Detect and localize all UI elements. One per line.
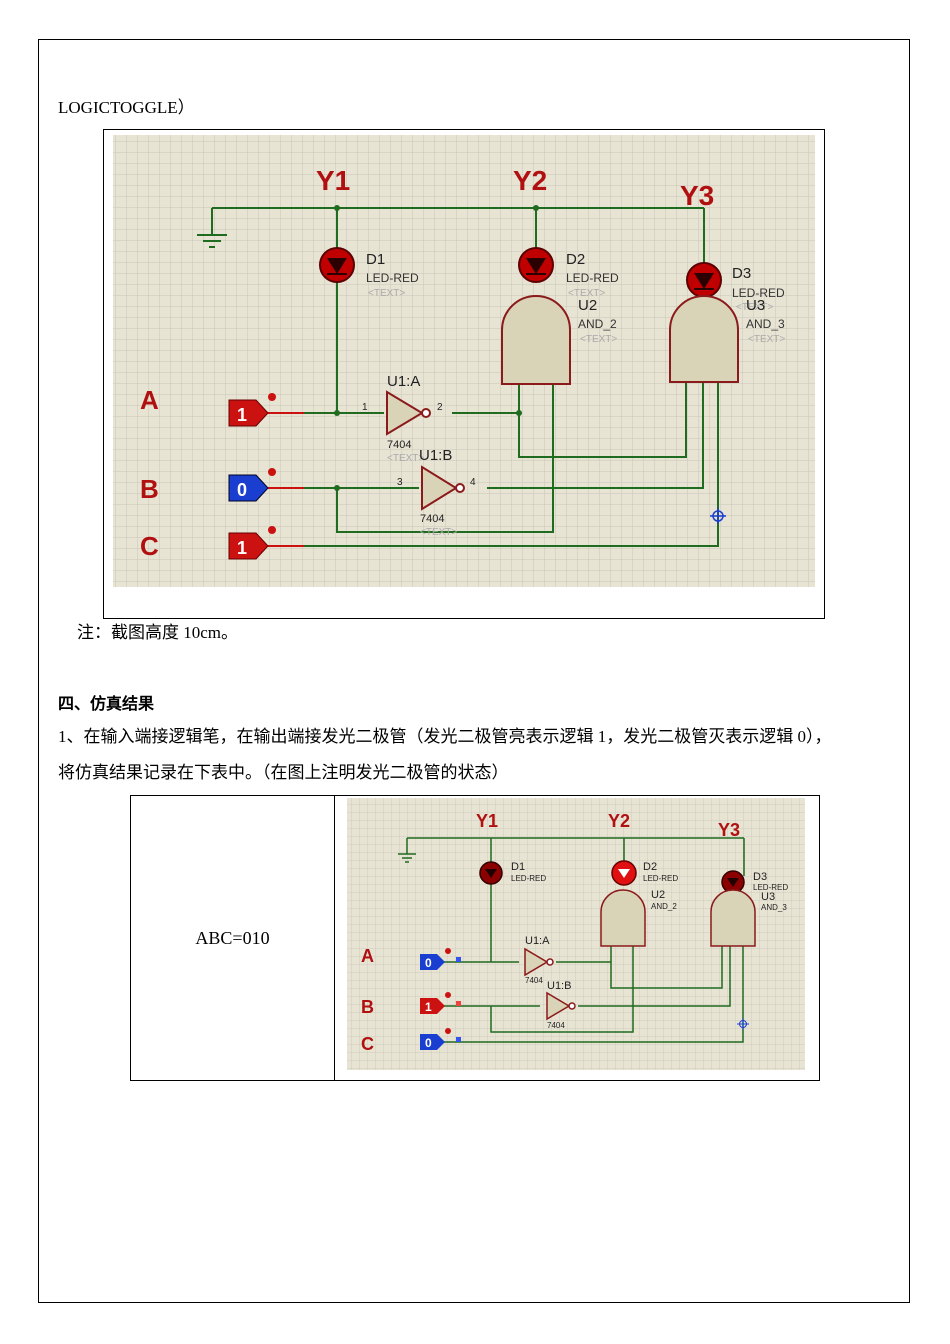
svg-text:LED-RED: LED-RED: [643, 874, 678, 883]
svg-text:AND_3: AND_3: [761, 903, 787, 912]
inverter-u1b: U1:B 3 4 7404 <TEXT>: [397, 447, 476, 538]
and-gate-u3: U3 AND_3 <TEXT>: [669, 295, 785, 383]
svg-text:U3: U3: [761, 891, 775, 903]
svg-text:1: 1: [362, 402, 368, 413]
instruction-line-2: 将仿真结果记录在下表中。（在图上注明发光二极管的状态）: [58, 763, 509, 782]
logic-toggle-c: 1: [228, 526, 276, 560]
small-label-y2: Y2: [608, 811, 630, 831]
svg-text:0: 0: [425, 956, 432, 970]
result-table: ABC=010 Y1 Y2 Y3 A B C: [130, 795, 820, 1081]
svg-text:<TEXT>: <TEXT>: [568, 288, 605, 299]
small-label-b: B: [361, 997, 374, 1017]
svg-text:AND_3: AND_3: [746, 317, 785, 331]
svg-text:7404: 7404: [547, 1021, 565, 1030]
page-border: [38, 39, 910, 1303]
screenshot-note: 注：截图高度 10cm。: [77, 623, 239, 642]
svg-text:<TEXT>: <TEXT>: [736, 302, 773, 313]
svg-text:LED-RED: LED-RED: [753, 883, 788, 892]
section-heading: 四、仿真结果: [58, 694, 155, 713]
led-d3: D3 LED-RED <TEXT>: [686, 262, 785, 313]
svg-text:1: 1: [237, 538, 247, 558]
label-y2: Y2: [513, 165, 547, 196]
logic-toggle-b: 0: [228, 468, 276, 502]
svg-text:D2: D2: [566, 251, 585, 268]
svg-text:7404: 7404: [420, 513, 444, 525]
svg-text:D2: D2: [643, 861, 657, 873]
label-b: B: [140, 474, 159, 504]
svg-text:LED-RED: LED-RED: [732, 286, 785, 300]
small-label-c: C: [361, 1034, 374, 1054]
svg-text:U2: U2: [578, 297, 597, 314]
small-label-a: A: [361, 946, 374, 966]
small-label-y1: Y1: [476, 811, 498, 831]
inverter-u1a: U1:A 1 2 7404 <TEXT>: [362, 373, 443, 464]
label-y1: Y1: [316, 165, 350, 196]
svg-text:<TEXT>: <TEXT>: [387, 453, 424, 464]
label-y3: Y3: [680, 180, 714, 211]
main-schematic: Y1 Y2 Y3 A B C: [113, 135, 815, 587]
svg-text:LED-RED: LED-RED: [366, 271, 419, 285]
svg-text:1: 1: [425, 1000, 432, 1014]
svg-text:<TEXT>: <TEXT>: [368, 288, 405, 299]
svg-text:1: 1: [237, 405, 247, 425]
instruction-line-1: 1、在输入端接逻辑笔，在输出端接发光二极管（发光二极管亮表示逻辑 1，发光二极管…: [58, 727, 832, 746]
ground-icon: [197, 234, 227, 248]
svg-text:<TEXT>: <TEXT>: [748, 334, 785, 345]
svg-text:4: 4: [470, 477, 476, 488]
svg-text:U1:A: U1:A: [387, 373, 420, 390]
label-c: C: [140, 531, 159, 561]
table-row: ABC=010 Y1 Y2 Y3 A B C: [130, 795, 820, 1081]
svg-text:3: 3: [397, 477, 403, 488]
svg-text:AND_2: AND_2: [651, 902, 677, 911]
svg-text:D3: D3: [732, 265, 751, 282]
row-figure: Y1 Y2 Y3 A B C: [334, 795, 820, 1081]
svg-text:D1: D1: [366, 251, 385, 268]
svg-text:<TEXT>: <TEXT>: [580, 334, 617, 345]
small-schematic: Y1 Y2 Y3 A B C: [347, 798, 805, 1070]
continued-text: LOGICTOGGLE）: [58, 98, 195, 117]
logic-toggle-a: 1: [228, 393, 276, 427]
probe-marker-icon: [710, 508, 726, 524]
svg-text:LED-RED: LED-RED: [566, 271, 619, 285]
small-toggle-c: 0: [420, 1028, 461, 1050]
label-a: A: [140, 385, 159, 415]
svg-text:U1:A: U1:A: [525, 935, 550, 947]
svg-text:U1:B: U1:B: [419, 447, 452, 464]
schematic-figure: Y1 Y2 Y3 A B C: [103, 129, 825, 619]
small-toggle-a: 0: [420, 948, 461, 970]
and-gate-u2: U2 AND_2 <TEXT>: [501, 295, 617, 385]
svg-text:D1: D1: [511, 861, 525, 873]
svg-text:LED-RED: LED-RED: [511, 874, 546, 883]
small-label-y3: Y3: [718, 820, 740, 840]
svg-text:2: 2: [437, 402, 443, 413]
svg-text:0: 0: [237, 480, 247, 500]
led-d2: D2 LED-RED <TEXT>: [518, 247, 619, 299]
svg-text:U1:B: U1:B: [547, 980, 571, 992]
row-label: ABC=010: [130, 795, 335, 1081]
svg-text:7404: 7404: [525, 976, 543, 985]
svg-text:AND_2: AND_2: [578, 317, 617, 331]
svg-text:D3: D3: [753, 871, 767, 883]
svg-text:0: 0: [425, 1036, 432, 1050]
svg-text:U3: U3: [746, 297, 765, 314]
svg-text:U2: U2: [651, 889, 665, 901]
small-toggle-b: 1: [420, 992, 461, 1014]
led-d1: D1 LED-RED <TEXT>: [319, 247, 419, 299]
svg-text:<TEXT>: <TEXT>: [420, 527, 457, 538]
svg-text:7404: 7404: [387, 439, 411, 451]
